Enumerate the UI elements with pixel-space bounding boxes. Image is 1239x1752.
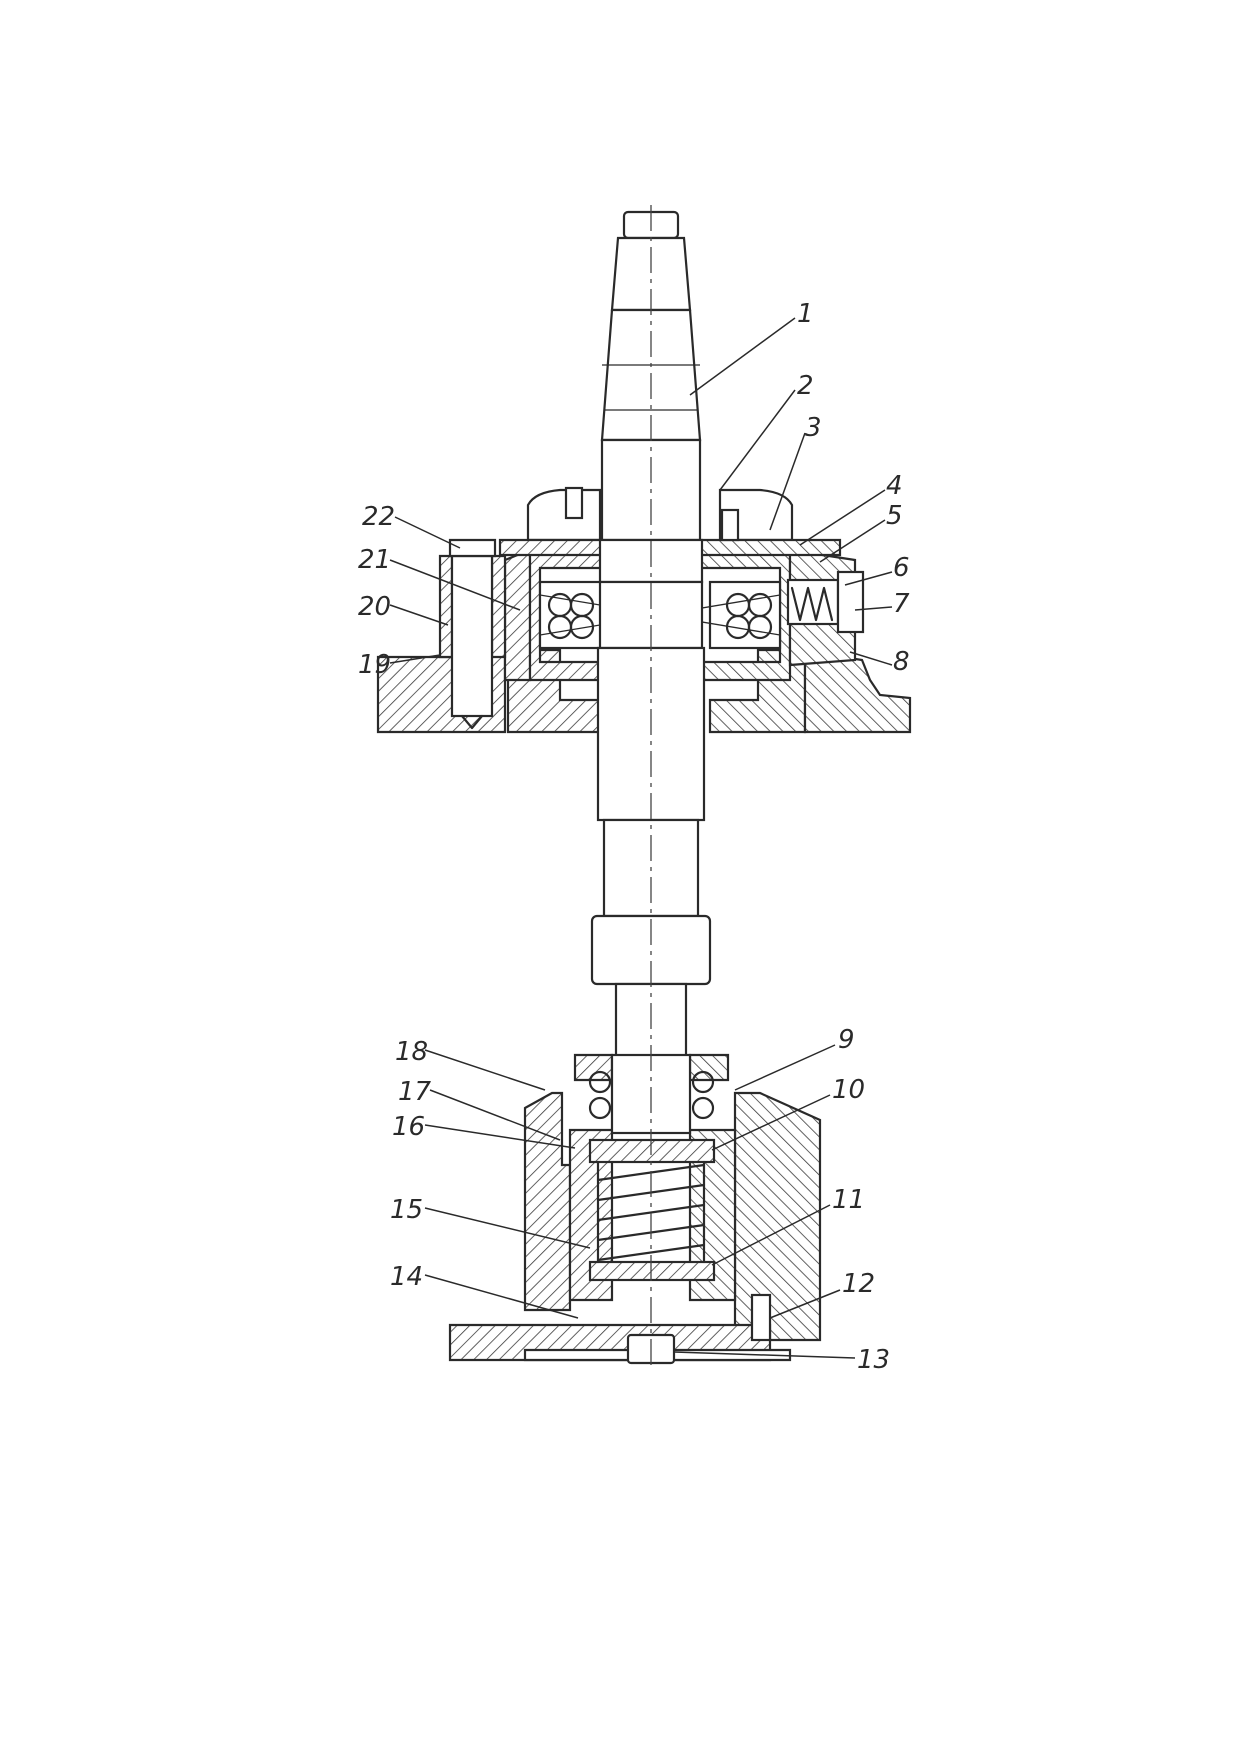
label-16: 16 (392, 1112, 425, 1142)
part-labels: 1 2 3 4 5 6 7 8 9 10 11 12 13 14 15 16 1… (358, 299, 910, 1375)
label-17: 17 (398, 1077, 432, 1107)
label-21: 21 (358, 545, 391, 575)
label-3: 3 (805, 413, 822, 443)
compression-spring (588, 1138, 716, 1282)
bottom-plate (448, 1293, 792, 1365)
label-14: 14 (390, 1262, 423, 1292)
label-11: 11 (832, 1185, 865, 1215)
label-10: 10 (832, 1075, 865, 1105)
bearing-cover (498, 486, 842, 557)
label-15: 15 (390, 1195, 423, 1225)
anchor-bolt (438, 538, 507, 730)
label-1: 1 (797, 299, 814, 329)
label-19: 19 (358, 650, 391, 680)
leader-lines (389, 317, 893, 1359)
label-8: 8 (893, 647, 910, 677)
label-20: 20 (358, 592, 391, 622)
label-2: 2 (797, 371, 814, 401)
label-4: 4 (886, 471, 903, 501)
spring-plunger (786, 570, 865, 634)
label-22: 22 (362, 502, 395, 532)
label-13: 13 (857, 1345, 890, 1375)
label-12: 12 (842, 1269, 875, 1299)
label-18: 18 (395, 1037, 428, 1067)
label-7: 7 (893, 589, 910, 619)
label-5: 5 (886, 501, 903, 531)
label-9: 9 (838, 1025, 855, 1055)
lower-housing (523, 1053, 822, 1342)
label-6: 6 (893, 553, 910, 583)
